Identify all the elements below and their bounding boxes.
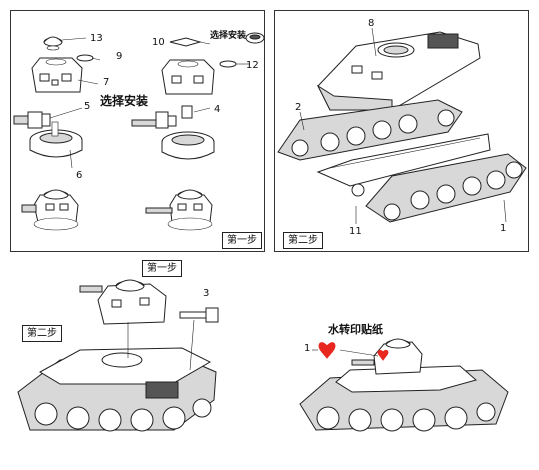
step-one-reference-label: 第一步 [142, 260, 182, 277]
step-one-label: 第一步 [222, 232, 262, 249]
step-two-reference-label: 第二步 [22, 325, 62, 342]
gun-part-3 [179, 307, 219, 323]
part-number-8: 8 [368, 18, 375, 29]
step-two-label: 第二步 [283, 232, 323, 249]
part-number-7: 7 [103, 77, 110, 88]
tank-hull-step3 [17, 347, 217, 432]
track-left [277, 99, 463, 161]
part-number-9: 9 [116, 51, 123, 62]
part-number-5: 5 [84, 101, 91, 112]
turret-assembled-upper [79, 279, 167, 325]
hull-upper [316, 31, 481, 111]
turret-exploded-left [13, 36, 94, 231]
part-number-11: 11 [349, 226, 362, 237]
part-number-13: 13 [90, 33, 103, 44]
track-right [365, 153, 527, 223]
select-install-text: 选择安装 [100, 94, 149, 108]
heart-decal-small-icon [377, 349, 389, 361]
part-number-3: 3 [203, 288, 210, 299]
part-number-2: 2 [295, 102, 302, 113]
decal-part-number: 1 [304, 343, 311, 354]
decal-title: 水转印贴纸 [328, 323, 383, 336]
hull-lower [316, 133, 491, 197]
part-number-12: 12 [246, 60, 259, 71]
select-install-text-small: 选择安装 [210, 31, 247, 41]
heart-decal-icon [318, 342, 336, 359]
turret-exploded-right [131, 32, 265, 231]
part-number-10: 10 [152, 37, 165, 48]
part-number-6: 6 [76, 170, 83, 181]
part-number-1: 1 [500, 223, 507, 234]
part-number-4: 4 [214, 104, 221, 115]
